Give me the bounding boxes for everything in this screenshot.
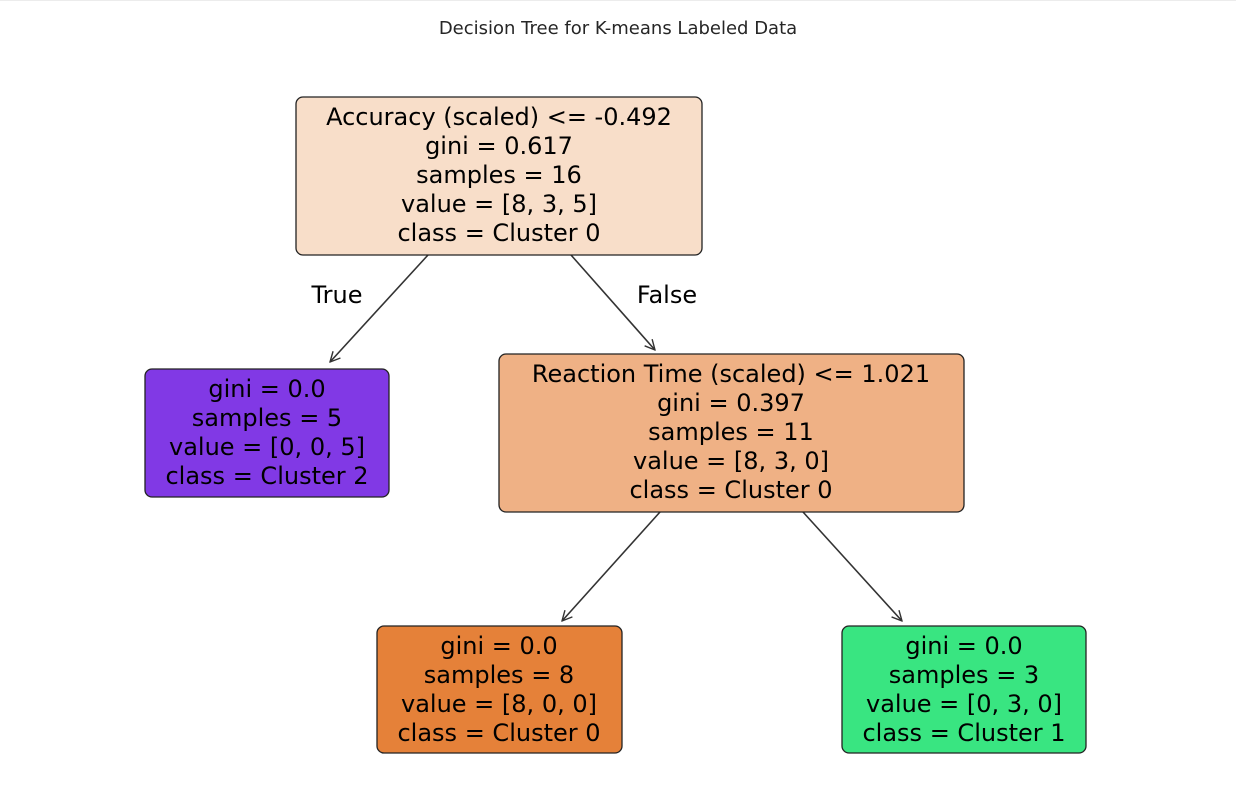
edge-root-left: [330, 254, 429, 362]
tree-node-leaf1-box: [841, 625, 1087, 754]
node-mid-line-4: value = [8, 3, 0]: [633, 447, 829, 475]
edge-mid-leaf0: [562, 511, 661, 621]
edge-label-false: False: [637, 281, 697, 309]
node-left-line-3: value = [0, 0, 5]: [169, 433, 365, 461]
tree-node-leaf0-box: [376, 625, 623, 754]
node-left-line-1: gini = 0.0: [208, 375, 325, 403]
top-divider: [0, 0, 1236, 1]
node-mid-line-2: gini = 0.397: [657, 389, 805, 417]
diagram-title: Decision Tree for K-means Labeled Data: [438, 18, 798, 39]
node-root-line-3: samples = 16: [416, 161, 582, 189]
node-leaf0-line-4: class = Cluster 0: [397, 719, 600, 747]
node-left-line-2: samples = 5: [192, 404, 342, 432]
edge-root-mid: [570, 254, 655, 350]
tree-node-left-box: [144, 368, 390, 498]
edge-label-true: True: [311, 281, 363, 309]
node-leaf0-line-1: gini = 0.0: [440, 632, 557, 660]
node-mid-line-3: samples = 11: [648, 418, 814, 446]
tree-node-left: gini = 0.0 samples = 5 value = [0, 0, 5]…: [144, 368, 390, 498]
tree-node-leaf1: gini = 0.0 samples = 3 value = [0, 3, 0]…: [841, 625, 1087, 754]
node-root-line-4: value = [8, 3, 5]: [401, 190, 597, 218]
node-mid-line-1: Reaction Time (scaled) <= 1.021: [532, 360, 930, 388]
node-root-line-1: Accuracy (scaled) <= -0.492: [326, 103, 672, 131]
node-leaf0-line-3: value = [8, 0, 0]: [401, 690, 597, 718]
tree-node-mid: Reaction Time (scaled) <= 1.021 gini = 0…: [498, 353, 965, 513]
node-mid-line-5: class = Cluster 0: [629, 476, 832, 504]
node-root-line-2: gini = 0.617: [425, 132, 573, 160]
node-leaf1-line-2: samples = 3: [889, 661, 1039, 689]
node-left-line-4: class = Cluster 2: [165, 462, 368, 490]
node-leaf1-line-3: value = [0, 3, 0]: [866, 690, 1062, 718]
node-leaf1-line-4: class = Cluster 1: [862, 719, 1065, 747]
tree-node-leaf0: gini = 0.0 samples = 8 value = [8, 0, 0]…: [376, 625, 623, 754]
edge-mid-leaf1: [802, 511, 902, 621]
node-leaf0-line-2: samples = 8: [424, 661, 574, 689]
tree-node-root: Accuracy (scaled) <= -0.492 gini = 0.617…: [295, 96, 703, 256]
tree-node-mid-box: [498, 353, 965, 513]
tree-node-root-box: [295, 96, 703, 256]
node-leaf1-line-1: gini = 0.0: [905, 632, 1022, 660]
node-root-line-5: class = Cluster 0: [397, 219, 600, 247]
